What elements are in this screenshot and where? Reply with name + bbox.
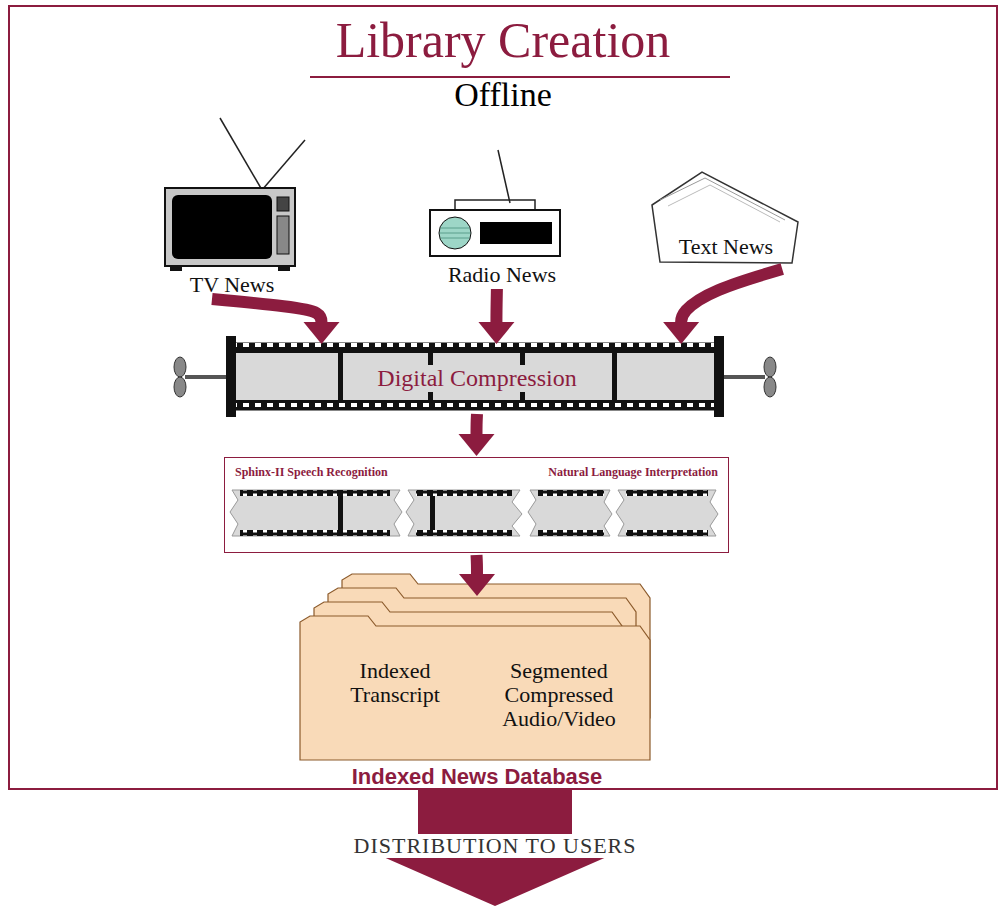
node-text: Natural Language Interpretation xyxy=(548,466,718,479)
flow-arrow xyxy=(459,555,495,596)
node-text: Offline xyxy=(454,76,552,113)
arrow-shaft xyxy=(212,299,321,324)
film-strip xyxy=(174,336,776,417)
node-text: Sphinx-II Speech Recognition xyxy=(235,466,388,479)
arrow-head xyxy=(478,322,514,344)
arrow-head xyxy=(459,434,495,456)
node-text: Segmented Compressed Audio/Video xyxy=(484,659,634,732)
node-text: Library Creation xyxy=(336,13,671,68)
radio-icon xyxy=(430,150,560,256)
tv-icon xyxy=(165,118,305,271)
arrow-shaft xyxy=(490,289,502,324)
text-source: Text News xyxy=(652,172,800,267)
node-text: Text News xyxy=(679,235,773,259)
arrow-shaft xyxy=(471,414,484,436)
arrow-shaft xyxy=(471,555,484,576)
processing-box: Sphinx-II Speech Recognition Natural Lang… xyxy=(224,457,729,553)
tv-source: TV News xyxy=(152,117,312,297)
arrow-head xyxy=(663,322,699,344)
newspaper-icon xyxy=(652,172,798,263)
node-text: Indexed Transcript xyxy=(320,659,470,707)
arrow-head xyxy=(303,322,339,344)
film-pieces xyxy=(230,490,718,536)
node-text: Radio News xyxy=(448,263,556,287)
arrow-shaft xyxy=(681,269,782,324)
flow-arrow xyxy=(459,414,495,456)
arrow-head xyxy=(459,574,495,596)
node-text: TV News xyxy=(190,273,275,297)
distribution-label: DISTRIBUTION TO USERS xyxy=(350,834,641,858)
radio-source: Radio News xyxy=(417,147,587,287)
flow-arrow xyxy=(663,269,782,344)
compression-strip: Digital Compression xyxy=(234,345,720,412)
node-text: Digital Compression xyxy=(373,365,580,391)
folder-stack xyxy=(300,574,650,760)
indexed-database: Indexed Transcript Segmented Compressed A… xyxy=(302,597,652,789)
frame-panel: Library CreationOffline TV News Radio News… xyxy=(8,5,998,790)
flow-arrow xyxy=(478,289,514,344)
flow-arrow xyxy=(212,299,339,344)
node-text: Indexed News Database xyxy=(320,765,634,789)
